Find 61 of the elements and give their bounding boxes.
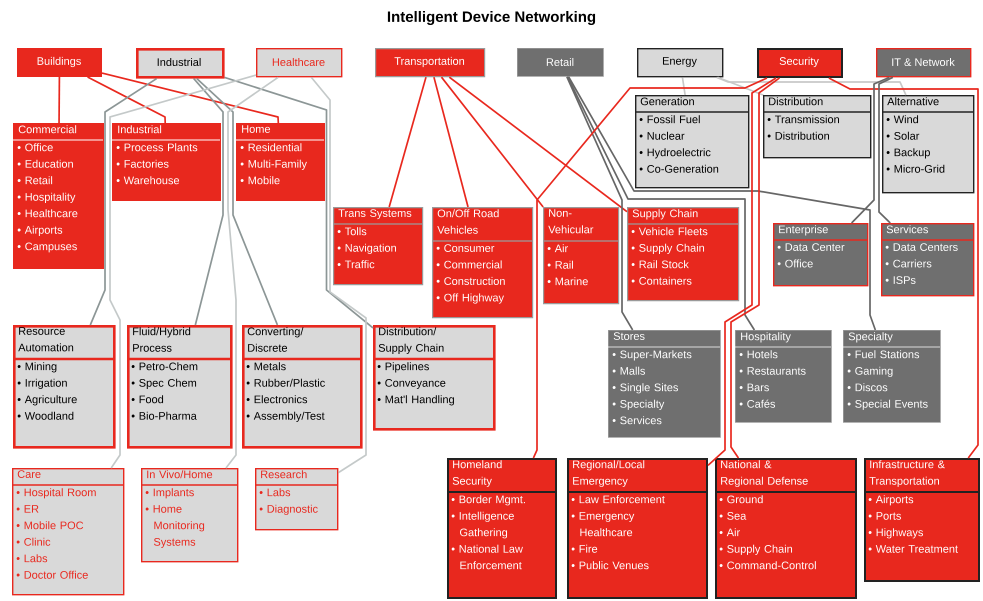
connector-line — [448, 76, 628, 212]
connector-line — [196, 78, 278, 326]
connector-line — [568, 76, 876, 330]
list-box: Resource Automation • Mining • Irrigation • Agriculture • Woodland — [13, 325, 116, 449]
list-box: National & Regional Defense • Ground • Sea • Air • Supply Chain • Command-Control — [715, 458, 857, 599]
list-box: Industrial • Process Plants • Factories • Warehouse — [112, 123, 221, 201]
connector-line — [828, 77, 979, 458]
category-box: Buildings — [17, 48, 102, 77]
connector-line — [682, 77, 686, 96]
list-box: Care • Hospital Room • ER • Mobile POC • Clinic • Labs • Doctor Office — [12, 468, 124, 596]
connector-line — [87, 76, 166, 124]
list-box: Converting/ Discrete • Metals • Rubber/Plastic • Electronics • Assembly/Test — [242, 325, 363, 449]
connector-line — [433, 76, 469, 208]
list-box: Fluid/Hybrid Process • Petro-Chem • Spec Chem • Food • Bio-Pharma — [127, 325, 233, 449]
connector-line — [102, 72, 280, 124]
connector-line — [225, 76, 278, 469]
category-box: Energy — [637, 48, 724, 78]
connector-line — [707, 77, 776, 466]
list-box: Stores • Super-Markets • Malls • Single Sites • Specialty • Services — [608, 330, 721, 438]
category-box: Retail — [517, 48, 604, 77]
connector-line — [566, 76, 756, 330]
connector-line — [566, 76, 634, 330]
category-box: Transportation — [375, 48, 486, 78]
list-box: On/Off Road Vehicles • Consumer • Commercial • Construction • Off Highway — [432, 207, 534, 318]
category-box: IT & Network — [876, 48, 972, 78]
category-box: Industrial — [136, 48, 225, 79]
list-box: Infrastructure & Transportation • Airports • Ports • Highways • Water Treatment — [864, 458, 980, 582]
list-box: Trans Systems • Tolls • Navigation • Traffic — [333, 207, 424, 286]
connector-line — [193, 78, 224, 326]
connector-line — [90, 78, 158, 326]
list-box: Alternative • Wind • Solar • Backup • Micro-Grid — [882, 95, 974, 194]
list-box: Non-Vehicular • Air • Rail • Marine — [543, 207, 620, 304]
title: Intelligent Device Networking — [388, 10, 596, 26]
list-box: Services • Data Centers • Carriers • ISPs — [881, 223, 974, 296]
connector-line — [878, 76, 894, 224]
connector-line — [532, 77, 768, 458]
connector-line — [310, 76, 367, 474]
connector-line — [58, 76, 60, 123]
category-box: Security — [757, 48, 843, 78]
connector-line — [388, 76, 427, 208]
connector-line — [440, 76, 544, 208]
list-box: Home • Residential • Multi-Family • Mobile — [236, 123, 325, 201]
connector-line — [718, 76, 764, 96]
list-box: Commercial • Office • Education • Retail • Hospitality • Healthcare • Airports • Campuses — [12, 123, 104, 269]
list-box: Regional/Local Emergency • Law Enforcement • Emergency Healthcare • Fire • Public Venues — [567, 458, 708, 599]
list-box: Distribution/ Supply Chain • Pipelines • Conveyance • Mat'l Handling — [373, 325, 496, 431]
connector-line — [850, 76, 890, 224]
list-box: Homeland Security • Border Mgmt. • Intelligence Gathering • National Law Enforcement — [447, 458, 557, 599]
list-box: Hospitality • Hotels • Restaurants • Bars • Cafés — [734, 330, 832, 423]
list-box: Enterprise • Data Center • Office — [773, 223, 868, 286]
list-box: Distribution • Transmission • Distribution — [763, 95, 872, 158]
connector-line — [109, 74, 256, 468]
category-box: Healthcare — [256, 48, 342, 78]
connector-line — [716, 76, 907, 96]
connector-line — [224, 76, 374, 329]
list-box: In Vivo/Home • Implants • Home Monitoring Systems — [141, 468, 238, 562]
list-box: Supply Chain • Vehicle Fleets • Supply Chain • Rail Stock • Containers — [627, 207, 740, 302]
list-box: Generation • Fossil Fuel • Nuclear • Hydroelectric • Co-Generation — [635, 95, 750, 188]
list-box: Specialty • Fuel Stations • Gaming • Discos • Special Events — [842, 330, 941, 423]
connector-line — [730, 77, 780, 458]
list-box: Research • Labs • Diagnostic — [255, 468, 338, 530]
